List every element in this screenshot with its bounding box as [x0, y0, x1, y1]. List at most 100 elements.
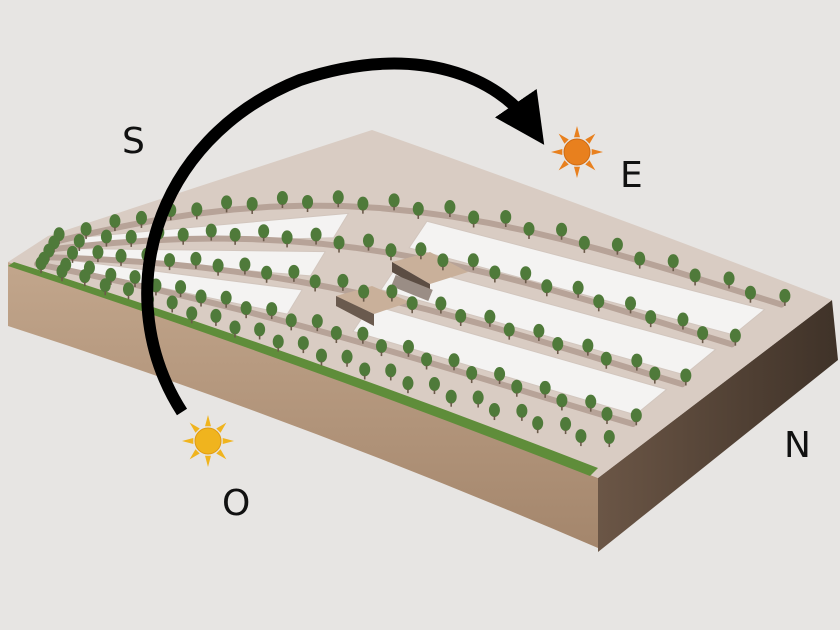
- tree-trunk: [363, 375, 366, 380]
- tree-trunk: [561, 406, 563, 411]
- tree: [80, 222, 92, 237]
- tree-trunk: [546, 292, 548, 297]
- tree-trunk: [362, 209, 364, 214]
- tree-trunk: [196, 215, 198, 220]
- tree-trunk: [524, 279, 527, 284]
- tree: [489, 265, 501, 280]
- tree: [402, 376, 414, 391]
- tree: [357, 326, 369, 341]
- tree-trunk: [169, 216, 172, 221]
- tree-trunk: [508, 335, 511, 340]
- tree-trunk: [362, 339, 364, 344]
- tree: [472, 390, 484, 405]
- sun-ray: [558, 133, 569, 144]
- tree: [575, 429, 587, 444]
- tree: [258, 224, 270, 239]
- tree-trunk: [685, 381, 687, 386]
- tree: [92, 245, 104, 260]
- tree-trunk: [391, 297, 393, 302]
- tree: [205, 223, 217, 238]
- tree: [309, 274, 321, 289]
- tree-trunk: [528, 234, 530, 239]
- tree: [254, 322, 266, 337]
- tree: [246, 196, 258, 211]
- tree-trunk: [265, 278, 268, 283]
- tree: [689, 268, 701, 283]
- tree-trunk: [78, 246, 81, 251]
- tree: [601, 407, 613, 422]
- tree-trunk: [155, 291, 157, 296]
- tree-trunk: [245, 314, 247, 319]
- tree: [285, 313, 297, 328]
- sun-path-arrow: [141, 57, 545, 416]
- tree-trunk: [335, 339, 338, 344]
- tree-trunk: [337, 203, 340, 208]
- tree-trunk: [270, 315, 273, 320]
- tree-trunk: [182, 240, 184, 245]
- tree-trunk: [489, 322, 491, 327]
- tree-trunk: [40, 269, 42, 274]
- tree-trunk: [215, 321, 217, 326]
- tree-trunk: [589, 407, 592, 412]
- tree-trunk: [127, 295, 130, 300]
- tree: [67, 245, 79, 260]
- tree-trunk: [635, 421, 638, 426]
- tree-trunk: [320, 361, 323, 366]
- tree: [444, 200, 456, 215]
- tree: [229, 320, 241, 335]
- tree-trunk: [494, 278, 496, 283]
- tree-trunk: [217, 271, 219, 276]
- tree: [556, 222, 568, 237]
- tree-trunk: [649, 323, 652, 328]
- sun-ray: [591, 149, 603, 155]
- tree-trunk: [234, 333, 236, 338]
- tree: [129, 270, 141, 285]
- sun-ray: [585, 133, 596, 144]
- tree-trunk: [306, 208, 309, 213]
- tree: [552, 337, 564, 352]
- tree: [135, 210, 147, 225]
- tree: [359, 362, 371, 377]
- tree: [195, 289, 207, 304]
- tree: [125, 229, 137, 244]
- tree-trunk: [672, 267, 675, 272]
- tree-trunk: [560, 235, 563, 240]
- clubhouse-buildings: [336, 252, 468, 326]
- tree: [341, 349, 353, 364]
- tree-trunk: [105, 242, 108, 247]
- tree-trunk: [225, 208, 228, 213]
- tree-trunk: [580, 442, 582, 447]
- tree: [386, 284, 398, 299]
- tree: [388, 193, 400, 208]
- tree: [421, 352, 433, 367]
- tree-trunk: [338, 248, 340, 253]
- tree-trunk: [449, 213, 451, 218]
- tree: [466, 366, 478, 381]
- sun-ray: [189, 449, 200, 460]
- tree: [164, 253, 176, 268]
- tree-trunk: [71, 258, 74, 263]
- tree-trunk: [734, 341, 737, 346]
- sun-ray: [551, 149, 563, 155]
- tree: [744, 285, 756, 300]
- sun-ray: [558, 160, 569, 171]
- tree-trunk: [342, 286, 344, 291]
- terrain-side-face: [598, 300, 838, 552]
- tree-trunk: [140, 223, 143, 228]
- tree: [437, 253, 449, 268]
- tree-trunk: [470, 379, 473, 384]
- tree: [494, 367, 506, 382]
- tree: [177, 227, 189, 242]
- tree: [448, 353, 460, 368]
- tree-trunk: [442, 266, 444, 271]
- tree: [221, 195, 233, 210]
- tree: [729, 328, 741, 343]
- tree-trunk: [515, 392, 518, 397]
- parking-area: [391, 274, 433, 302]
- tree-trunk: [277, 347, 280, 352]
- tree: [35, 256, 47, 271]
- tree-trunk: [389, 376, 392, 381]
- tree: [99, 278, 111, 293]
- tree-trunk: [407, 352, 410, 357]
